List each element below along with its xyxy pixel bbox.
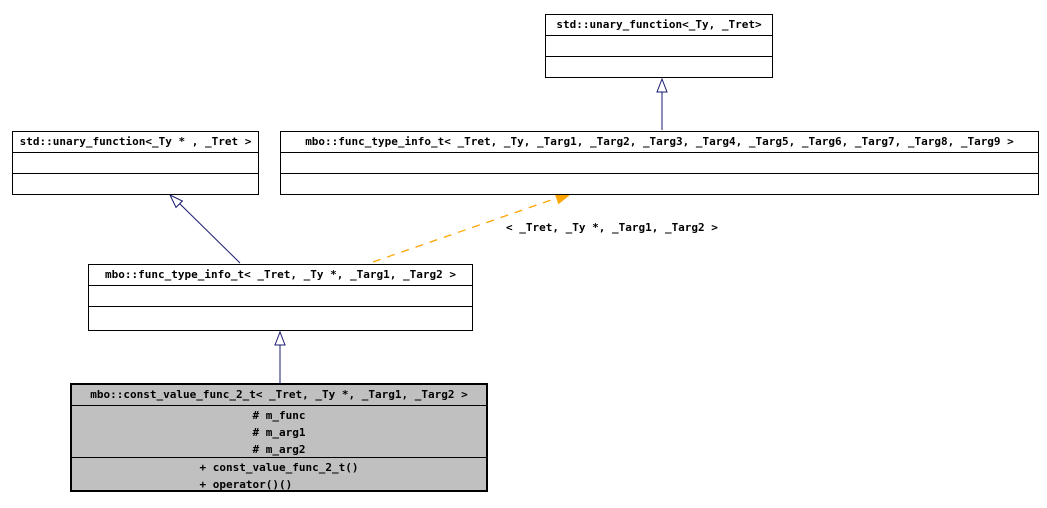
inheritance-arrowhead-icon: [274, 330, 286, 346]
methods-compartment: [13, 173, 258, 194]
class-title: mbo::const_value_func_2_t< _Tret, _Ty *,…: [90, 388, 468, 401]
class-box-mbo-func-type-info-t-full[interactable]: mbo::func_type_info_t< _Tret, _Ty, _Targ…: [280, 131, 1039, 195]
methods-compartment: [281, 173, 1038, 194]
class-box-mbo-func-type-info-t-ptr[interactable]: mbo::func_type_info_t< _Tret, _Ty *, _Ta…: [88, 264, 473, 331]
attributes-compartment: [281, 152, 1038, 173]
attributes-compartment: [89, 285, 472, 306]
class-title: std::unary_function<_Ty * , _Tret >: [19, 135, 252, 148]
class-box-mbo-const-value-func-2-t[interactable]: mbo::const_value_func_2_t< _Tret, _Ty *,…: [70, 383, 488, 492]
methods-compartment: [546, 56, 772, 77]
attributes-compartment: [546, 35, 772, 56]
inheritance-arrowhead-icon: [656, 77, 668, 93]
methods-compartment: [89, 306, 472, 329]
attributes-compartment: # m_func # m_arg1 # m_arg2: [72, 405, 486, 457]
attributes-compartment: [13, 152, 258, 173]
inheritance-arrowhead-icon: [168, 193, 184, 209]
inheritance-edge-line: [178, 202, 241, 264]
template-arrowhead-icon: [555, 194, 570, 205]
class-box-std-unary-function-ptr[interactable]: std::unary_function<_Ty * , _Tret >: [12, 131, 259, 195]
attribute-item: # m_arg1: [252, 426, 306, 439]
attribute-item: # m_arg2: [252, 443, 306, 456]
template-args-label: < _Tret, _Ty *, _Targ1, _Targ2 >: [506, 221, 718, 234]
class-title: std::unary_function<_Ty, _Tret>: [556, 18, 762, 31]
class-box-std-unary-function[interactable]: std::unary_function<_Ty, _Tret>: [545, 14, 773, 78]
attribute-item: # m_func: [252, 409, 306, 422]
class-title: mbo::func_type_info_t< _Tret, _Ty *, _Ta…: [105, 268, 456, 281]
method-item: + operator()(): [199, 478, 293, 491]
methods-compartment: + const_value_func_2_t() + operator()(): [72, 457, 486, 491]
method-item: + const_value_func_2_t(): [199, 461, 359, 474]
class-title: mbo::func_type_info_t< _Tret, _Ty, _Targ…: [305, 135, 1014, 148]
